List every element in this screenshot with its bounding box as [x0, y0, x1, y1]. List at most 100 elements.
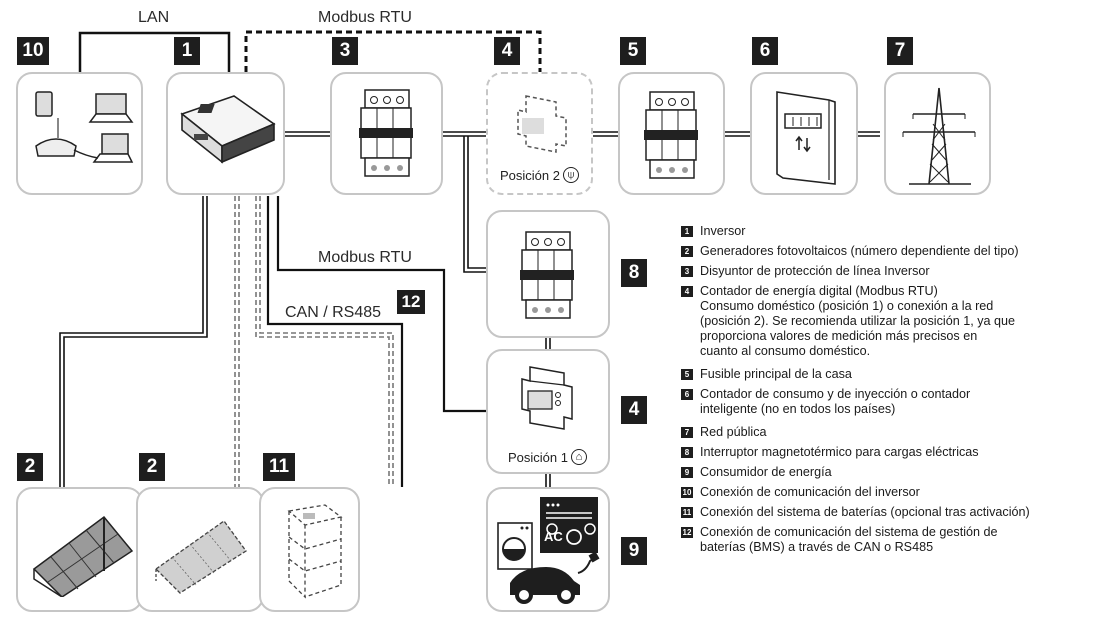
inverter-box [166, 72, 285, 195]
legend-number: 9 [681, 467, 693, 478]
utility-meter-icon [776, 91, 836, 185]
legend-item-10: 10 Conexión de comunicación del inversor [681, 485, 1100, 500]
legend-number: 4 [681, 286, 693, 297]
solar-panel-optional-icon [154, 520, 247, 594]
can-rs485-cable [266, 196, 404, 487]
legend: 1 Inversor 2 Generadores fotovoltaicos (… [681, 224, 1100, 560]
legend-item-6: 6 Contador de consumo y de inyección o c… [681, 387, 1100, 417]
ac-cable-inverter-to-breaker [284, 131, 330, 137]
ac-cable-meter-pos1-to-consumers [545, 474, 551, 487]
legend-item-9: 9 Consumidor de energía [681, 465, 1100, 480]
badge-11: 11 [263, 453, 295, 481]
badge-6: 6 [752, 37, 778, 65]
legend-item-5: 5 Fusible principal de la casa [681, 367, 1100, 382]
energy-meter-icon [521, 366, 573, 430]
legend-item-1: 1 Inversor [681, 224, 1100, 239]
legend-text: Consumidor de energía [700, 465, 832, 479]
legend-text: Disyuntor de protección de línea Inverso… [700, 264, 930, 278]
legend-number: 10 [681, 487, 693, 498]
legend-number: 12 [681, 527, 693, 538]
legend-number: 11 [681, 507, 693, 518]
modbus-rtu-cable-meter-pos1 [276, 196, 490, 413]
loads-breaker-box [486, 210, 610, 338]
dc-cable-battery [255, 196, 394, 487]
legend-number: 5 [681, 369, 693, 380]
badge-1: 1 [174, 37, 200, 65]
grid-pylon-symbol-icon: ⍦ [562, 167, 579, 183]
battery-box [259, 487, 360, 612]
badge-4-position-2: 4 [494, 37, 520, 65]
legend-text: Conexión del sistema de baterías (opcion… [700, 505, 1030, 519]
energy-consumers-box: AC [486, 487, 610, 612]
energy-meter-icon [517, 95, 567, 153]
solar-panel-icon [32, 515, 134, 597]
circuit-breaker-icon [359, 89, 413, 177]
legend-text: Generadores fotovoltaicos (número depend… [700, 244, 1019, 258]
legend-item-12: 12 Conexión de comunicación del sistema … [681, 525, 1100, 555]
position-1-text: Posición 1 [508, 449, 568, 465]
main-fuse-box [618, 72, 725, 195]
utility-meter-box [750, 72, 858, 195]
legend-text: Conexión de comunicación del inversor [700, 485, 920, 499]
power-pylon-icon [902, 87, 976, 185]
legend-text: Interruptor magnetotérmico para cargas e… [700, 445, 979, 459]
ac-cable-breaker-to-meter [442, 131, 490, 137]
legend-text: Inversor [700, 224, 746, 238]
position-2-text: Posición 2 [500, 167, 560, 183]
network-devices-icon [35, 91, 134, 163]
position-2-label: Posición 2 ⍦ [500, 167, 579, 183]
ac-cable-branch-to-loads-breaker [463, 136, 490, 273]
badge-4-position-1: 4 [621, 396, 647, 424]
circuit-breaker-icon [520, 231, 574, 319]
battery-icon [287, 504, 343, 599]
lan-label: LAN [138, 9, 170, 26]
legend-number: 6 [681, 389, 693, 400]
circuit-breaker-icon [644, 91, 698, 179]
legend-item-3: 3 Disyuntor de protección de línea Inver… [681, 264, 1100, 279]
badge-10: 10 [17, 37, 49, 65]
legend-number: 2 [681, 246, 693, 257]
legend-number: 7 [681, 427, 693, 438]
legend-text: Conexión de comunicación del sistema de … [700, 525, 998, 554]
legend-item-8: 8 Interruptor magnetotérmico para cargas… [681, 445, 1100, 460]
ac-cable-fuse-to-utility-meter [725, 131, 752, 137]
position-1-label: Posición 1 ⌂ [508, 449, 587, 465]
modbus-rtu-label-top: Modbus RTU [318, 9, 412, 26]
badge-8: 8 [621, 259, 647, 287]
pv-generator-2-box [136, 487, 264, 612]
inverter-line-breaker-box [330, 72, 443, 195]
dc-cable-pv-generator-2 [234, 196, 240, 487]
pv-generator-1-box [16, 487, 143, 612]
legend-item-2: 2 Generadores fotovoltaicos (número depe… [681, 244, 1100, 259]
legend-text: Contador de energía digital (Modbus RTU)… [700, 284, 1016, 358]
energy-meter-position-2-box: Posición 2 ⍦ [486, 72, 593, 195]
modbus-rtu-cable-top [244, 30, 542, 72]
inverter-icon [180, 95, 276, 164]
legend-item-11: 11 Conexión del sistema de baterías (opc… [681, 505, 1100, 520]
badge-2-pv-1: 2 [17, 453, 43, 481]
energy-consumers-icon: AC [497, 497, 600, 604]
badge-12: 12 [397, 290, 425, 314]
legend-number: 3 [681, 266, 693, 277]
legend-text: Red pública [700, 425, 767, 439]
legend-number: 8 [681, 447, 693, 458]
lan-cable [78, 31, 231, 72]
badge-7: 7 [887, 37, 913, 65]
legend-number: 1 [681, 226, 693, 237]
legend-text: Contador de consumo y de inyección o con… [700, 387, 971, 416]
can-rs485-label: CAN / RS485 [285, 304, 382, 321]
ac-cable-utility-meter-to-grid [858, 131, 880, 137]
ac-cable-breaker-to-meter-pos1 [545, 338, 551, 350]
house-consumption-symbol-icon: ⌂ [570, 449, 587, 465]
badge-3: 3 [332, 37, 358, 65]
energy-meter-position-1-box: Posición 1 ⌂ [486, 349, 610, 474]
public-grid-box [884, 72, 991, 195]
communication-devices-box [16, 72, 143, 195]
legend-text: Fusible principal de la casa [700, 367, 852, 381]
dc-cable-pv-generator-1 [59, 196, 208, 487]
badge-2-pv-2: 2 [139, 453, 165, 481]
badge-9: 9 [621, 537, 647, 565]
modbus-rtu-label-mid: Modbus RTU [318, 249, 412, 266]
